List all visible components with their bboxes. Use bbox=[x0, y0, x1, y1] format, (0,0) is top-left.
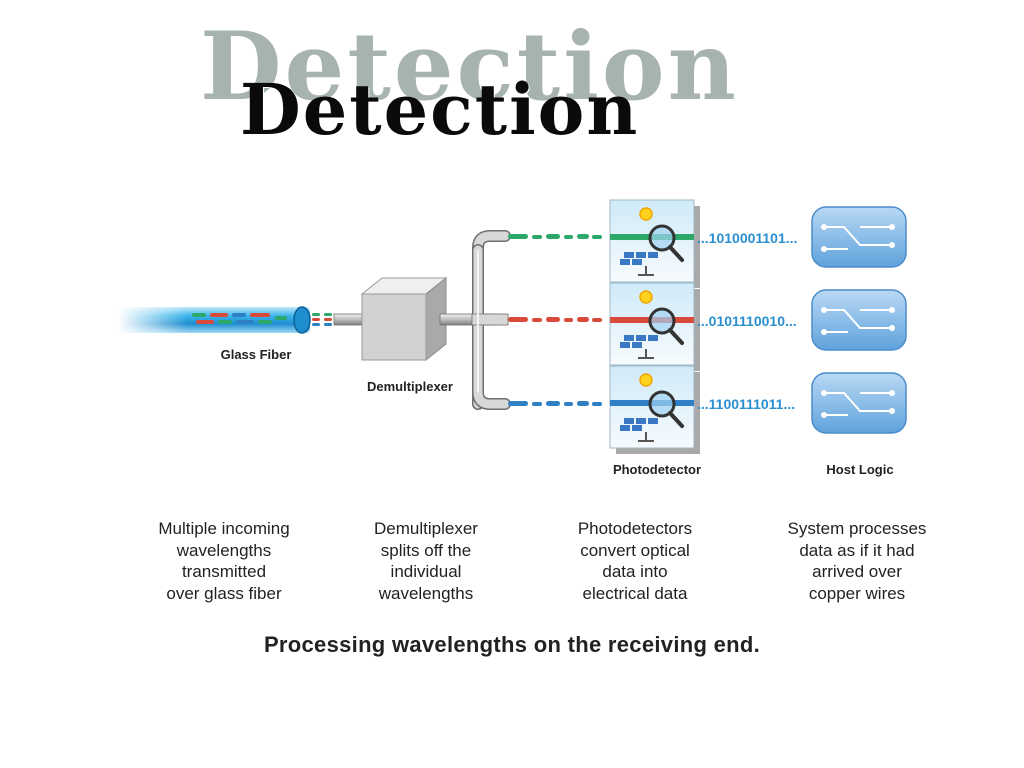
label-photodetector: Photodetector bbox=[613, 462, 701, 477]
blue-pulse-train bbox=[508, 401, 602, 406]
demultiplexer-cube bbox=[360, 276, 448, 362]
green-pulse-train bbox=[508, 234, 602, 239]
photodetector-1 bbox=[609, 199, 700, 288]
photodetector-3 bbox=[609, 365, 700, 454]
title-shadow: Detection bbox=[200, 12, 739, 122]
label-glass-fiber: Glass Fiber bbox=[221, 347, 292, 362]
description-host-system: System processes data as if it had arriv… bbox=[787, 519, 927, 603]
bitstream-3: ...1100111011... bbox=[697, 396, 795, 412]
fiber-output-pulses bbox=[312, 313, 332, 326]
bitstream-1: ...1010001101... bbox=[697, 230, 797, 246]
fiber-signal-pulses bbox=[192, 313, 287, 324]
host-logic-board-1 bbox=[811, 206, 907, 268]
label-demultiplexer: Demultiplexer bbox=[367, 379, 453, 394]
wdm-receiver-diagram: ...1010001101... ...0101110010... ...110… bbox=[118, 199, 907, 477]
label-host-logic: Host Logic bbox=[826, 462, 893, 477]
figure-caption: Processing wavelengths on the receiving … bbox=[263, 632, 761, 657]
bitstream-2: ...0101110010... bbox=[697, 313, 797, 329]
input-pipe bbox=[333, 313, 365, 326]
splitter-pipes bbox=[439, 230, 511, 410]
description-fiber: Multiple incoming wavelengths transmitte… bbox=[158, 519, 290, 603]
host-logic-board-2 bbox=[811, 289, 907, 351]
photodetector-2 bbox=[609, 282, 700, 371]
slide-title: Detection bbox=[240, 68, 640, 151]
red-pulse-train bbox=[508, 317, 602, 322]
description-demultiplexer: Demultiplexer splits off the individual … bbox=[374, 519, 478, 603]
host-logic-board-3 bbox=[811, 372, 907, 434]
glass-fiber bbox=[118, 305, 311, 335]
description-photodetectors: Photodetectors convert optical data into… bbox=[577, 519, 693, 603]
